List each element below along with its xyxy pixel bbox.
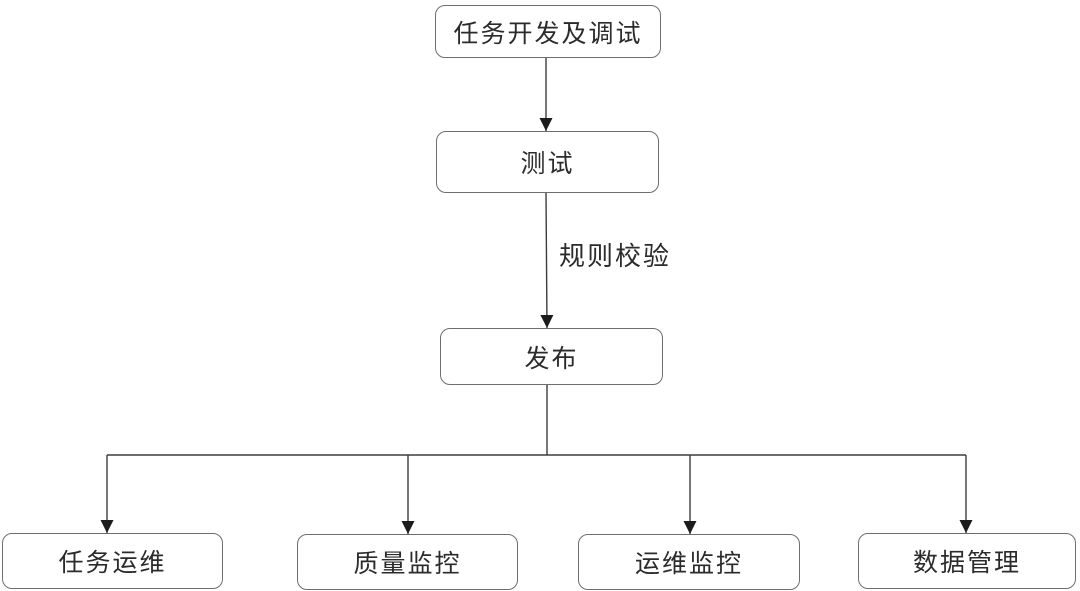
node-quality-monitoring: 质量监控 bbox=[297, 534, 518, 590]
node-data-management-label: 数据管理 bbox=[912, 549, 1021, 577]
edge-test-to-publish-arrow bbox=[540, 192, 554, 329]
node-ops-monitoring: 运维监控 bbox=[578, 534, 800, 590]
node-task-ops-label: 任务运维 bbox=[58, 549, 167, 577]
edge-label-rule-check: 规则校验 bbox=[559, 241, 672, 271]
node-task-dev-debug-label: 任务开发及调试 bbox=[453, 19, 643, 48]
node-test-label: 测试 bbox=[520, 150, 575, 178]
node-test: 测试 bbox=[436, 131, 659, 193]
node-quality-monitoring-label: 质量监控 bbox=[353, 550, 462, 578]
node-data-management: 数据管理 bbox=[858, 533, 1076, 589]
node-publish: 发布 bbox=[440, 328, 663, 385]
node-task-dev-debug: 任务开发及调试 bbox=[435, 5, 661, 58]
node-task-ops: 任务运维 bbox=[2, 533, 223, 589]
node-ops-monitoring-label: 运维监控 bbox=[634, 550, 743, 578]
node-publish-label: 发布 bbox=[524, 344, 579, 373]
